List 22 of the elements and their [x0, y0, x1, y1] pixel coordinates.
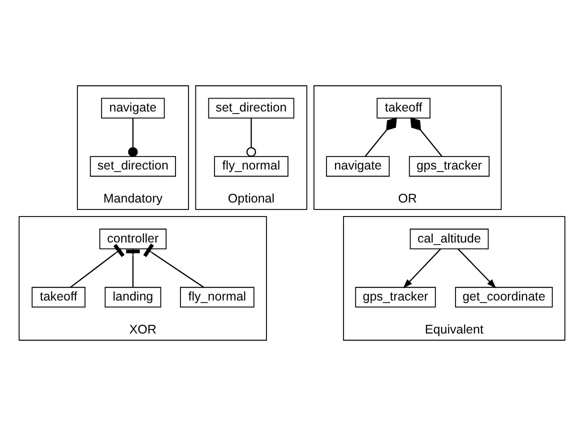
node-box: cal_altitude: [410, 228, 489, 249]
arrow: [403, 248, 442, 288]
node-box: gps_tracker: [355, 286, 436, 308]
connector: [143, 243, 204, 288]
arrow: [458, 248, 496, 288]
node-box: fly_normal: [180, 286, 254, 308]
node-box: set_direction: [208, 97, 294, 118]
connector: [128, 118, 138, 156]
node-box: navigate: [101, 97, 165, 118]
node-box: takeoff: [376, 97, 430, 118]
node-box: navigate: [326, 156, 390, 176]
node-box: gps_tracker: [408, 156, 490, 176]
node-box: landing: [104, 286, 162, 308]
node-box: controller: [99, 228, 167, 249]
node-box: takeoff: [32, 286, 86, 308]
node-box: get_coordinate: [455, 286, 553, 308]
node-box: fly_normal: [214, 156, 288, 176]
connector: [410, 116, 442, 156]
connector: [364, 116, 397, 156]
node-box: set_direction: [90, 156, 176, 176]
connector: [70, 243, 125, 288]
connector: [246, 118, 256, 156]
